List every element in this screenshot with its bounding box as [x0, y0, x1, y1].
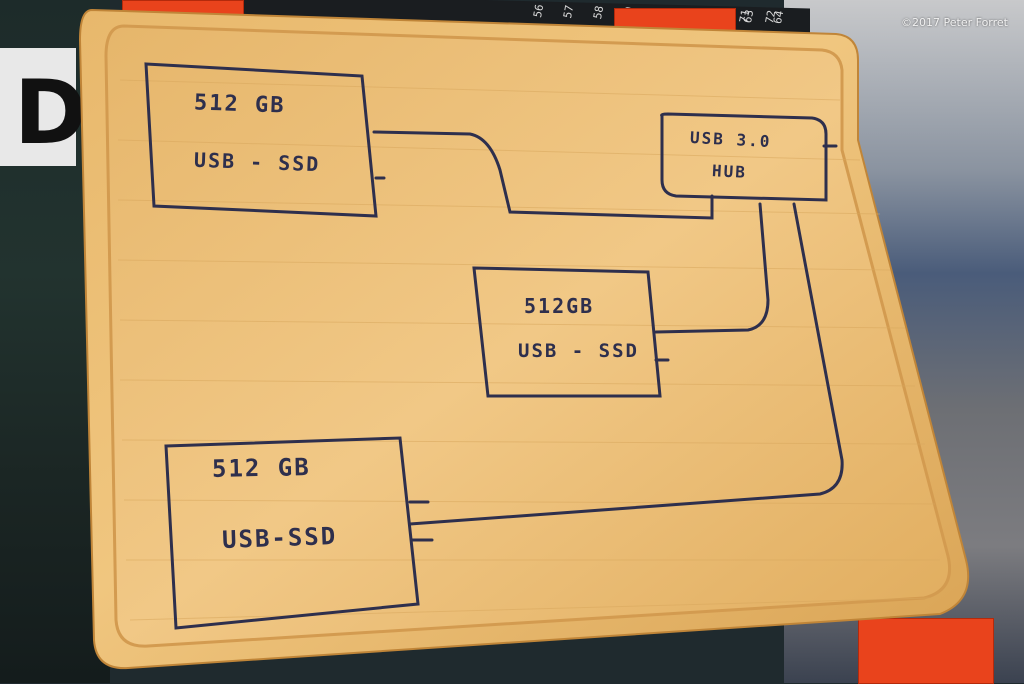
diagram-ink	[144, 62, 844, 630]
wood-grain	[117, 79, 940, 621]
box-ssd-bottom-left-line1: 512 GB	[211, 453, 311, 483]
box-ssd-top-left-line1: 512 GB	[193, 90, 286, 119]
box-ssd-center	[472, 266, 662, 398]
box-ssd-bottom-left-line2: USB-SSD	[221, 521, 338, 555]
cable-center	[654, 202, 770, 334]
box-ssd-top-left	[144, 62, 378, 218]
box-ssd-center-line2: USB - SSD	[518, 340, 639, 362]
box-ssd-top-left-line2: USB - SSD	[193, 147, 321, 177]
box-hub	[660, 112, 828, 202]
side-label-card: D	[0, 48, 87, 166]
cable-bottom-left	[408, 202, 844, 526]
box-hub-line2: HUB	[711, 161, 748, 182]
cable-top-left	[372, 130, 714, 220]
box-ssd-center-line1: 512GB	[524, 294, 595, 318]
photo-watermark: ©2017 Peter Forret	[901, 16, 1008, 29]
box-ssd-bottom-left	[164, 436, 420, 630]
